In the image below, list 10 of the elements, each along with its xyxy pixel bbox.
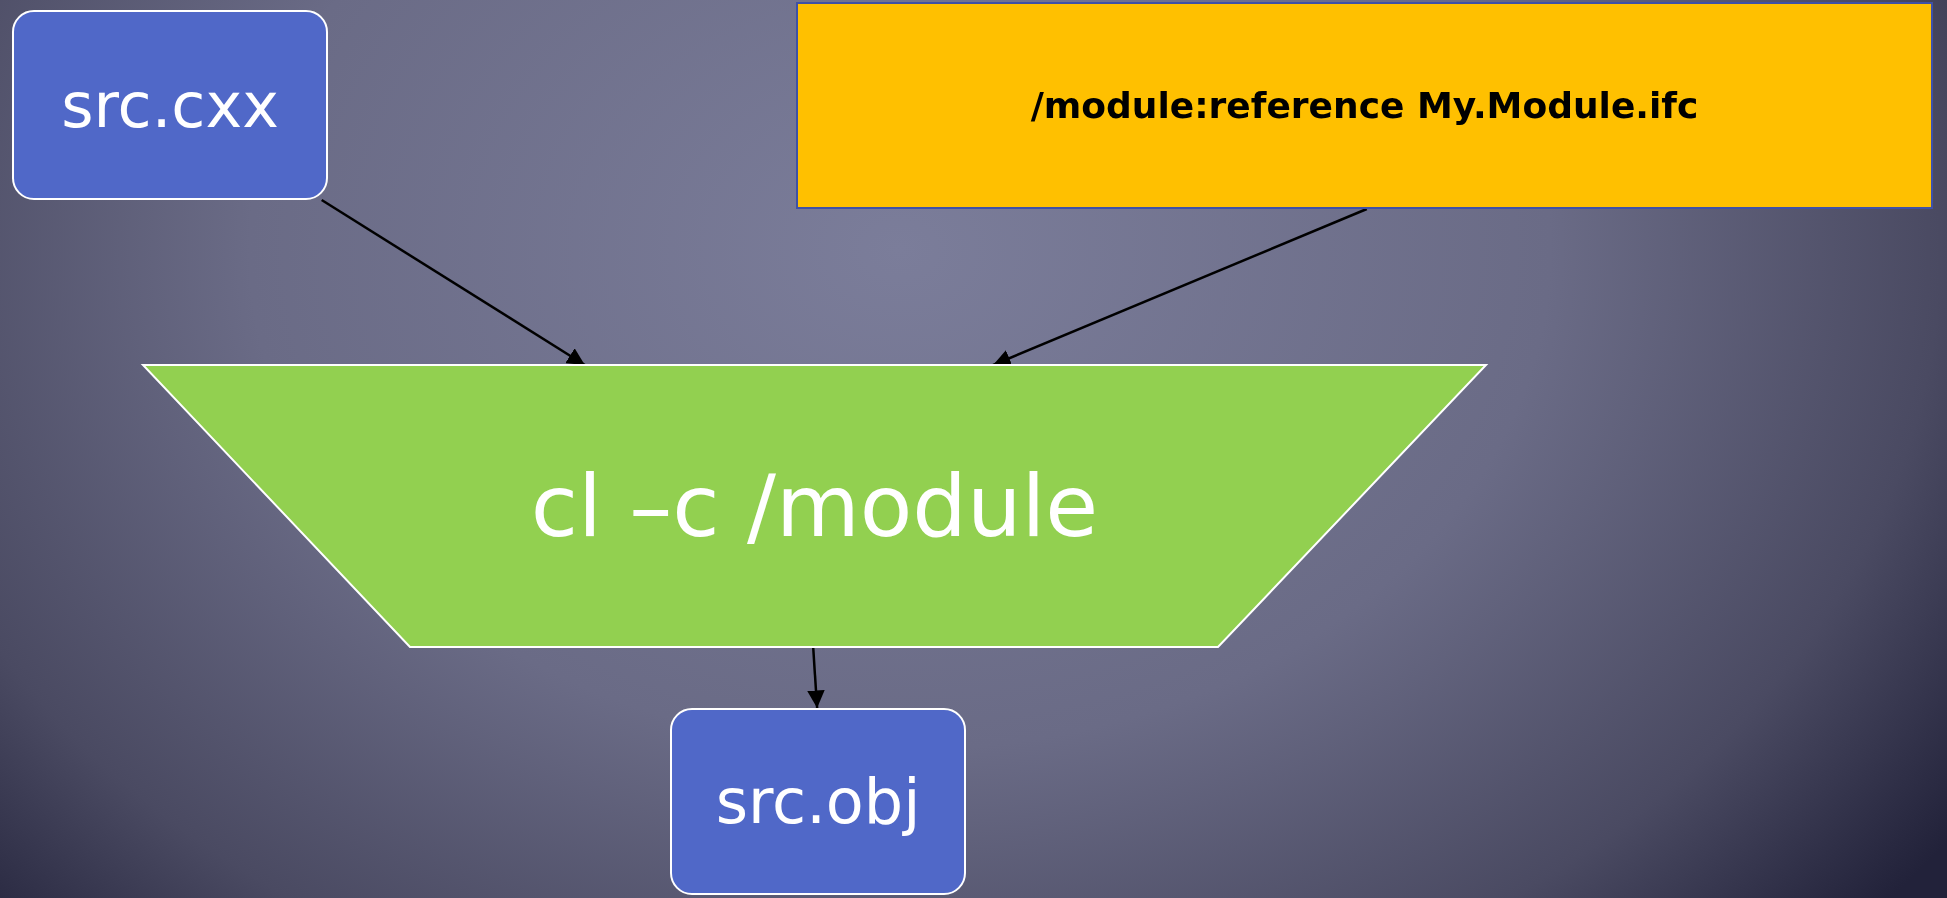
node-label: src.obj bbox=[715, 765, 921, 838]
option-box bbox=[796, 2, 1933, 209]
arrow bbox=[992, 207, 1368, 367]
file-box bbox=[12, 10, 328, 200]
node-label: src.cxx bbox=[61, 68, 279, 142]
arrow bbox=[807, 646, 825, 709]
node-label: /module:reference My.Module.ifc bbox=[1030, 85, 1699, 126]
file-box bbox=[670, 708, 966, 895]
node-label: cl –c /module bbox=[530, 456, 1099, 556]
arrow bbox=[321, 198, 586, 367]
